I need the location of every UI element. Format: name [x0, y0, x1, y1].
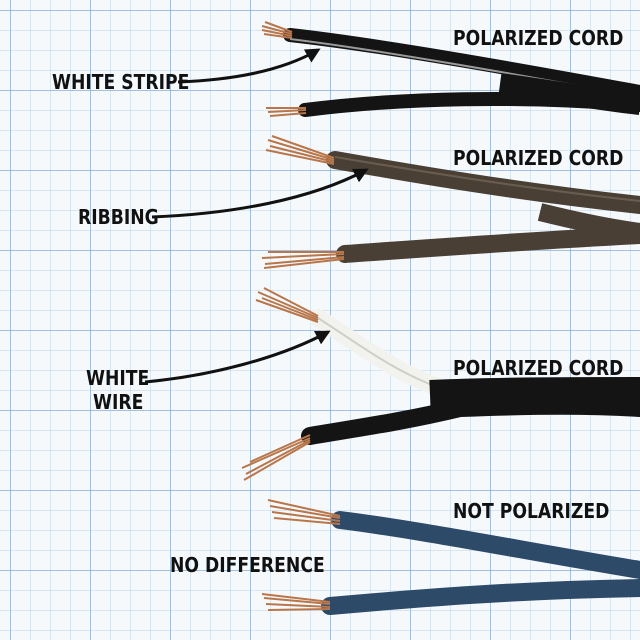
- not-polarized-label: NOT POLARIZED: [453, 499, 610, 523]
- ribbing-arrow: [151, 168, 369, 219]
- copper-strands: [261, 21, 307, 117]
- polarized-cord-label-3: POLARIZED CORD: [453, 356, 624, 380]
- polarized-cord-white-black: [241, 287, 640, 481]
- copper-strands: [241, 287, 319, 481]
- white-wire-label-line2: WIRE: [93, 390, 144, 414]
- polarized-cord-label-2: POLARIZED CORD: [453, 146, 624, 170]
- polarized-cord-black-striped: [261, 21, 640, 117]
- copper-strands: [261, 135, 345, 269]
- polarized-cord-label-1: POLARIZED CORD: [453, 26, 624, 50]
- non-polarized-cord-blue: [261, 499, 640, 615]
- white-wire-label-line1: WHITE: [86, 366, 150, 390]
- ribbing-label: RIBBING: [78, 205, 159, 229]
- polarized-cord-brown-ribbed: [261, 135, 640, 269]
- no-difference-label: NO DIFFERENCE: [170, 553, 325, 577]
- copper-strands: [261, 499, 341, 611]
- white-stripe-arrow: [177, 48, 321, 84]
- white-stripe-label: WHITE STRIPE: [52, 70, 190, 94]
- white-wire-arrow: [144, 330, 331, 384]
